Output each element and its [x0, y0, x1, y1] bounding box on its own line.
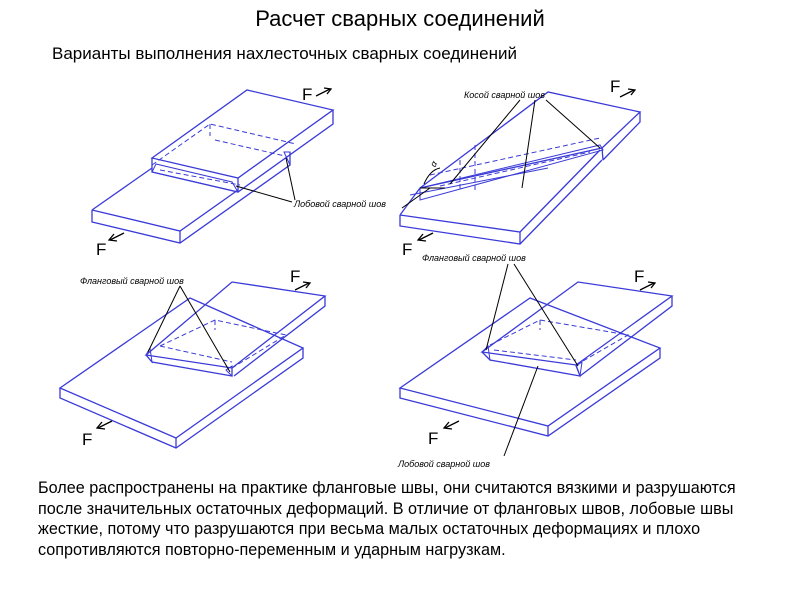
- flank-weld-leader: [485, 263, 509, 351]
- flank-weld-leader: [147, 285, 181, 353]
- diagram-oblique-weld: α Косой сварной шов F F: [399, 77, 642, 259]
- upper-plate-top: [480, 281, 674, 366]
- force-label: F: [82, 430, 92, 449]
- frontal-weld-leader: [285, 157, 296, 201]
- diagram-frontal-weld: Лобовой сварной шов F F: [91, 85, 386, 259]
- weld-diagrams: Лобовой сварной шов F F α: [58, 77, 674, 469]
- angle-alpha: α: [428, 158, 440, 168]
- force-arrow-right: [315, 88, 331, 97]
- flank-weld-label: Фланговый сварной шов: [422, 253, 526, 263]
- force-label: F: [96, 240, 106, 259]
- diagram-flank-weld: Фланговый сварной шов F F: [58, 267, 327, 449]
- frontal-weld-leader: [503, 365, 539, 457]
- force-label: F: [302, 85, 312, 104]
- force-label: F: [402, 240, 412, 259]
- flank-weld-label: Фланговый сварной шов: [80, 276, 184, 286]
- frontal-weld-label: Лобовой сварной шов: [293, 199, 386, 209]
- page-title: Расчет сварных соединений: [255, 6, 545, 31]
- lower-plate-top: [58, 297, 305, 439]
- oblique-weld-label: Косой сварной шов: [464, 90, 545, 100]
- description-text: Более распространены на практике флангов…: [38, 479, 736, 559]
- upper-plate-front: [151, 110, 334, 193]
- force-label: F: [610, 77, 620, 96]
- oblique-weld-leader: [521, 99, 536, 189]
- diagram-combined-weld: Фланговый сварной шов Лобовой сварной шо…: [397, 253, 674, 469]
- frontal-weld-label: Лобовой сварной шов: [397, 459, 490, 469]
- angle-arc: [423, 167, 441, 185]
- force-label: F: [290, 267, 300, 286]
- force-label: F: [634, 267, 644, 286]
- upper-plate-top: [419, 91, 642, 189]
- force-arrow-left: [109, 232, 125, 241]
- force-label: F: [428, 429, 438, 448]
- upper-plate-top: [144, 281, 327, 369]
- page-subtitle: Варианты выполнения нахлесточных сварных…: [52, 44, 517, 63]
